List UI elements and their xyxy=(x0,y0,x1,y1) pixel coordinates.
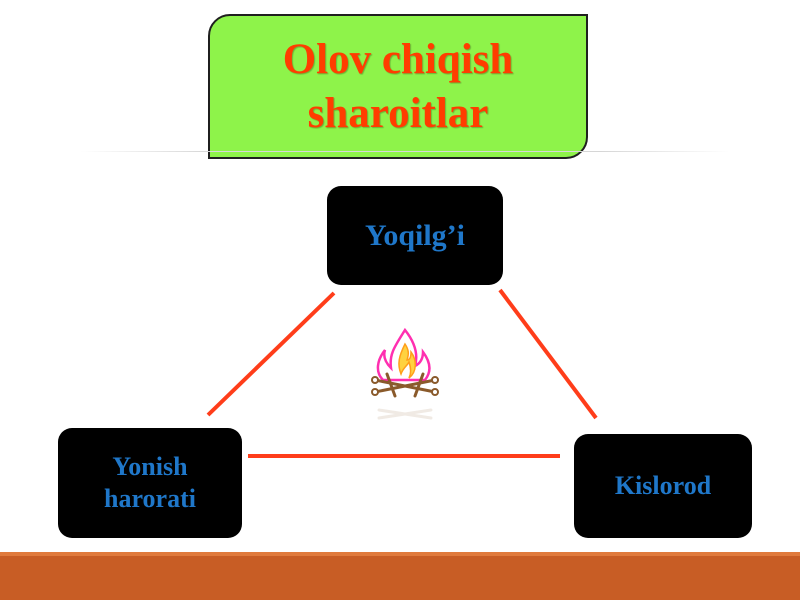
title-divider xyxy=(80,151,730,152)
connector-fuel-temperature xyxy=(206,291,336,417)
title-line-1: Olov chiqish xyxy=(282,35,514,83)
campfire-icon xyxy=(371,327,439,420)
diagram-title: Olov chiqish sharoitlar xyxy=(248,33,548,141)
footer-band xyxy=(0,552,800,600)
node-fuel-label: Yoqilg’i xyxy=(364,218,466,252)
node-oxygen: Kislorod xyxy=(574,434,752,538)
node-oxygen-label: Kislorod xyxy=(614,471,712,500)
title-box: Olov chiqish sharoitlar xyxy=(208,14,588,159)
connector-fuel-oxygen xyxy=(498,288,598,420)
title-line-2: sharoitlar xyxy=(307,89,489,137)
node-temperature-label-line-1: Yonish xyxy=(112,452,188,481)
node-fuel: Yoqilg’i xyxy=(327,186,503,285)
node-ignition-temperature: Yonish harorati xyxy=(58,428,242,538)
node-temperature-label-line-2: harorati xyxy=(104,484,196,513)
